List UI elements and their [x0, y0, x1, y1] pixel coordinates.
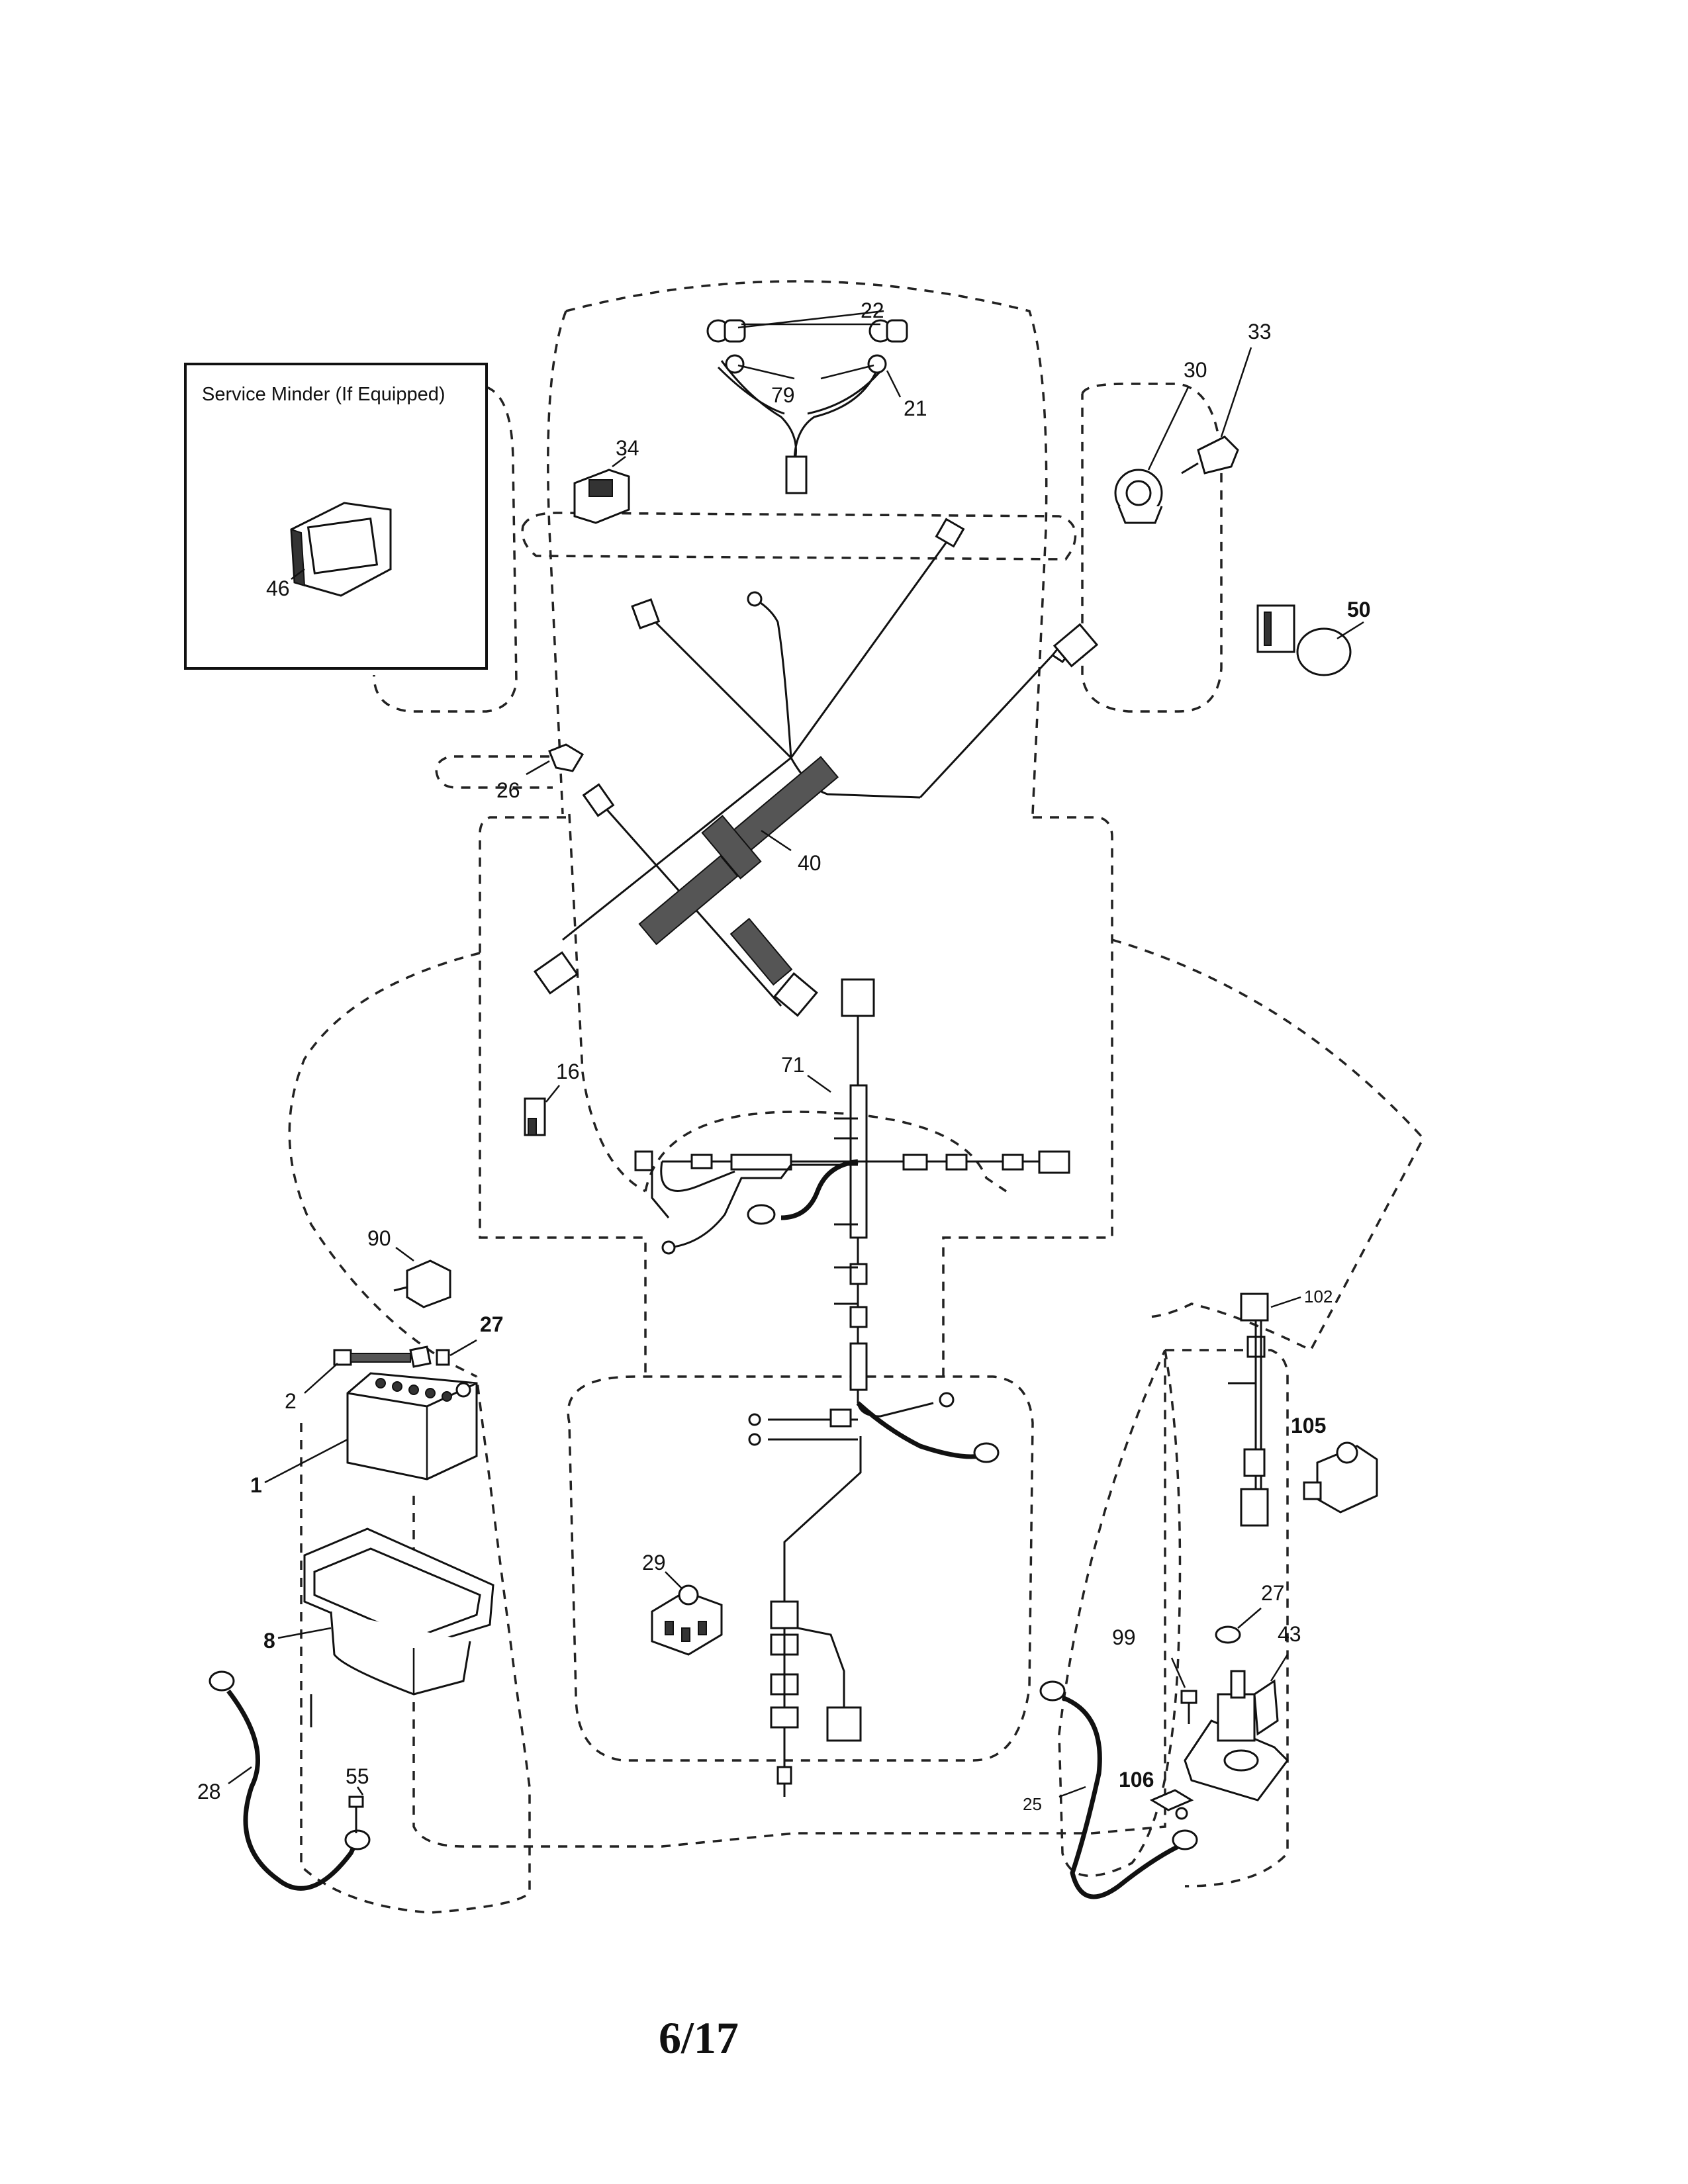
battery-cable-25 — [1039, 1680, 1198, 1899]
harness-71 — [634, 978, 1070, 1797]
pto-switch-50 — [1256, 604, 1364, 676]
switch-34 — [573, 456, 630, 524]
seat-deck-outline — [567, 1375, 1034, 1762]
callout-33: 33 — [1248, 320, 1272, 343]
callout-1: 1 — [250, 1473, 262, 1497]
frame-right-outline — [942, 816, 1113, 1377]
battery-1 — [264, 1372, 478, 1484]
callout-2: 2 — [285, 1389, 297, 1413]
battery-bolt-2 — [304, 1339, 477, 1394]
callout-106: 106 — [1119, 1768, 1154, 1792]
bolt-55 — [348, 1786, 364, 1833]
callout-16: 16 — [556, 1060, 580, 1083]
right-panel-outline — [1081, 383, 1223, 713]
solenoid-105 — [1303, 1441, 1378, 1514]
callout-46: 46 — [266, 576, 290, 600]
seat-switch-29 — [651, 1571, 723, 1656]
fuse-holder-26 — [526, 743, 585, 776]
callout-28: 28 — [197, 1780, 221, 1803]
bolt-99 — [1170, 1657, 1197, 1724]
rear-left-outline — [300, 1376, 531, 1914]
callout-102: 102 — [1304, 1287, 1333, 1306]
callout-40: 40 — [798, 851, 821, 875]
service-minder-title: Service Minder (If Equipped) — [202, 384, 445, 405]
callout-25: 25 — [1023, 1794, 1042, 1814]
ignition-switch-30 — [1114, 387, 1190, 524]
callout-27-right: 27 — [1261, 1581, 1285, 1605]
rear-frame-outline — [412, 1350, 1166, 1848]
callout-105: 105 — [1291, 1414, 1326, 1437]
clip-106 — [1149, 1789, 1194, 1820]
key-33 — [1181, 347, 1252, 475]
nut-27 — [1215, 1608, 1262, 1644]
dash-band-outline — [521, 512, 1077, 561]
service-minder-module — [290, 502, 392, 597]
rear-right-outline — [1058, 1349, 1182, 1878]
page-number: 6/17 — [659, 2013, 739, 2063]
callout-26: 26 — [496, 778, 520, 802]
relay-90 — [393, 1246, 451, 1308]
callout-29: 29 — [642, 1551, 666, 1574]
main-harness-40 — [533, 518, 1099, 1017]
callout-99: 99 — [1112, 1625, 1136, 1649]
harness-102 — [1228, 1293, 1301, 1527]
callout-8: 8 — [263, 1629, 275, 1653]
callout-34: 34 — [616, 436, 639, 460]
callout-27-top: 27 — [480, 1312, 504, 1336]
frame-center-outline — [568, 813, 1007, 1193]
switch-16 — [524, 1085, 560, 1136]
body-outlines — [288, 280, 1425, 1914]
right-fender-outline — [1111, 938, 1425, 1352]
callout-55: 55 — [346, 1764, 369, 1788]
callout-22: 22 — [861, 298, 884, 322]
left-fender-outline — [288, 952, 481, 1378]
service-minder-box: Service Minder (If Equipped) 46 — [184, 363, 488, 670]
callout-71: 71 — [781, 1053, 805, 1077]
callout-50: 50 — [1347, 598, 1371, 621]
frame-left-outline — [479, 816, 647, 1377]
battery-cable-28 — [209, 1670, 371, 1891]
left-panel-outline — [373, 386, 518, 713]
callout-30: 30 — [1184, 358, 1207, 382]
callout-79: 79 — [771, 383, 795, 407]
headlight-connector — [785, 455, 808, 494]
starter-43 — [1184, 1654, 1289, 1801]
hood-outline — [547, 280, 1048, 815]
callout-21: 21 — [904, 396, 927, 420]
fuse-tab-outline — [435, 755, 553, 789]
harness-71-top-connector — [841, 978, 875, 1017]
headlight-harness — [706, 310, 908, 494]
battery-tray-8 — [277, 1527, 494, 1696]
rear-right-bracket-outline — [1165, 1349, 1289, 1888]
callout-43: 43 — [1278, 1622, 1301, 1646]
callout-90: 90 — [367, 1226, 391, 1250]
harness-connector-top-right — [935, 518, 965, 548]
